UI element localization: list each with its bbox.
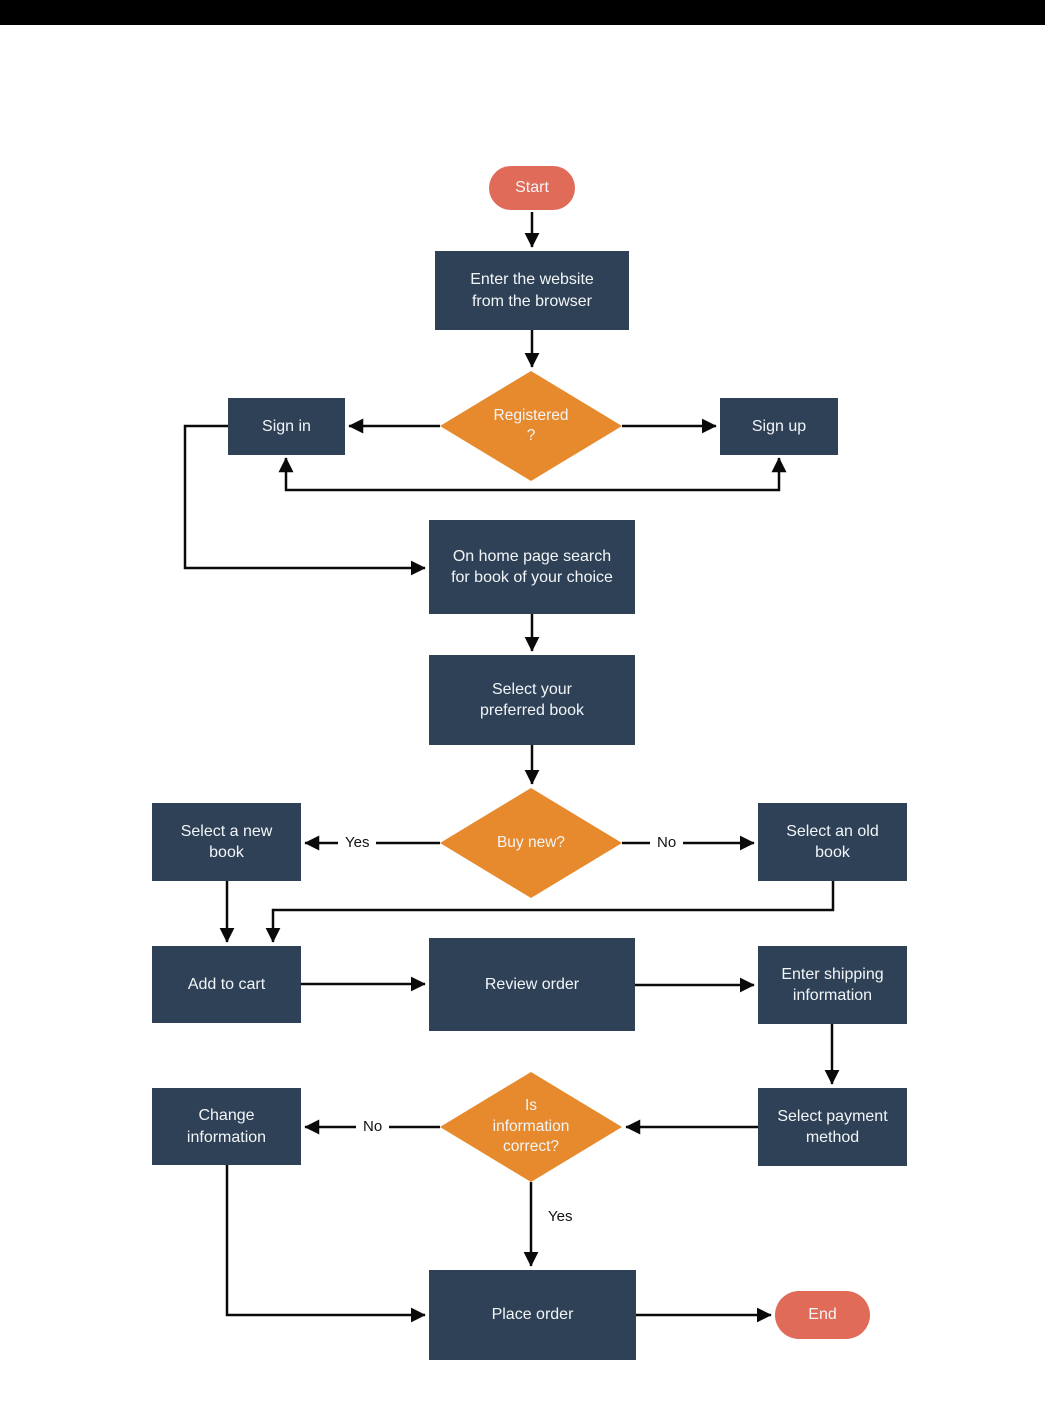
node-select-book-shape — [429, 655, 635, 745]
edge-group — [183, 212, 840, 1323]
node-add-to-cart-shape — [152, 946, 301, 1023]
top-letterbox-bar — [0, 0, 1045, 25]
edge-change-info-to-place-order — [225, 1165, 426, 1323]
node-new-book-shape — [152, 803, 301, 881]
edge-sign-in-to-search-book — [183, 424, 426, 576]
edge-sign-up-sign-in-link — [278, 457, 787, 492]
node-info-correct-shape — [440, 1072, 622, 1182]
node-place-order-shape — [429, 1270, 636, 1360]
edge-old-book-to-add-to-cart — [265, 881, 835, 943]
node-end-shape — [775, 1291, 870, 1339]
node-buy-new-shape — [440, 788, 622, 898]
node-sign-in-shape — [228, 398, 345, 455]
node-change-info-shape — [152, 1088, 301, 1165]
node-registered-shape — [440, 371, 622, 481]
node-payment-shape — [758, 1088, 907, 1166]
node-review-order-shape — [429, 938, 635, 1031]
node-search-book-shape — [429, 520, 635, 614]
shape-group — [152, 166, 907, 1360]
node-enter-website-shape — [435, 251, 629, 330]
node-start-shape — [489, 166, 575, 210]
node-sign-up-shape — [720, 398, 838, 455]
node-old-book-shape — [758, 803, 907, 881]
node-shipping-shape — [758, 946, 907, 1024]
